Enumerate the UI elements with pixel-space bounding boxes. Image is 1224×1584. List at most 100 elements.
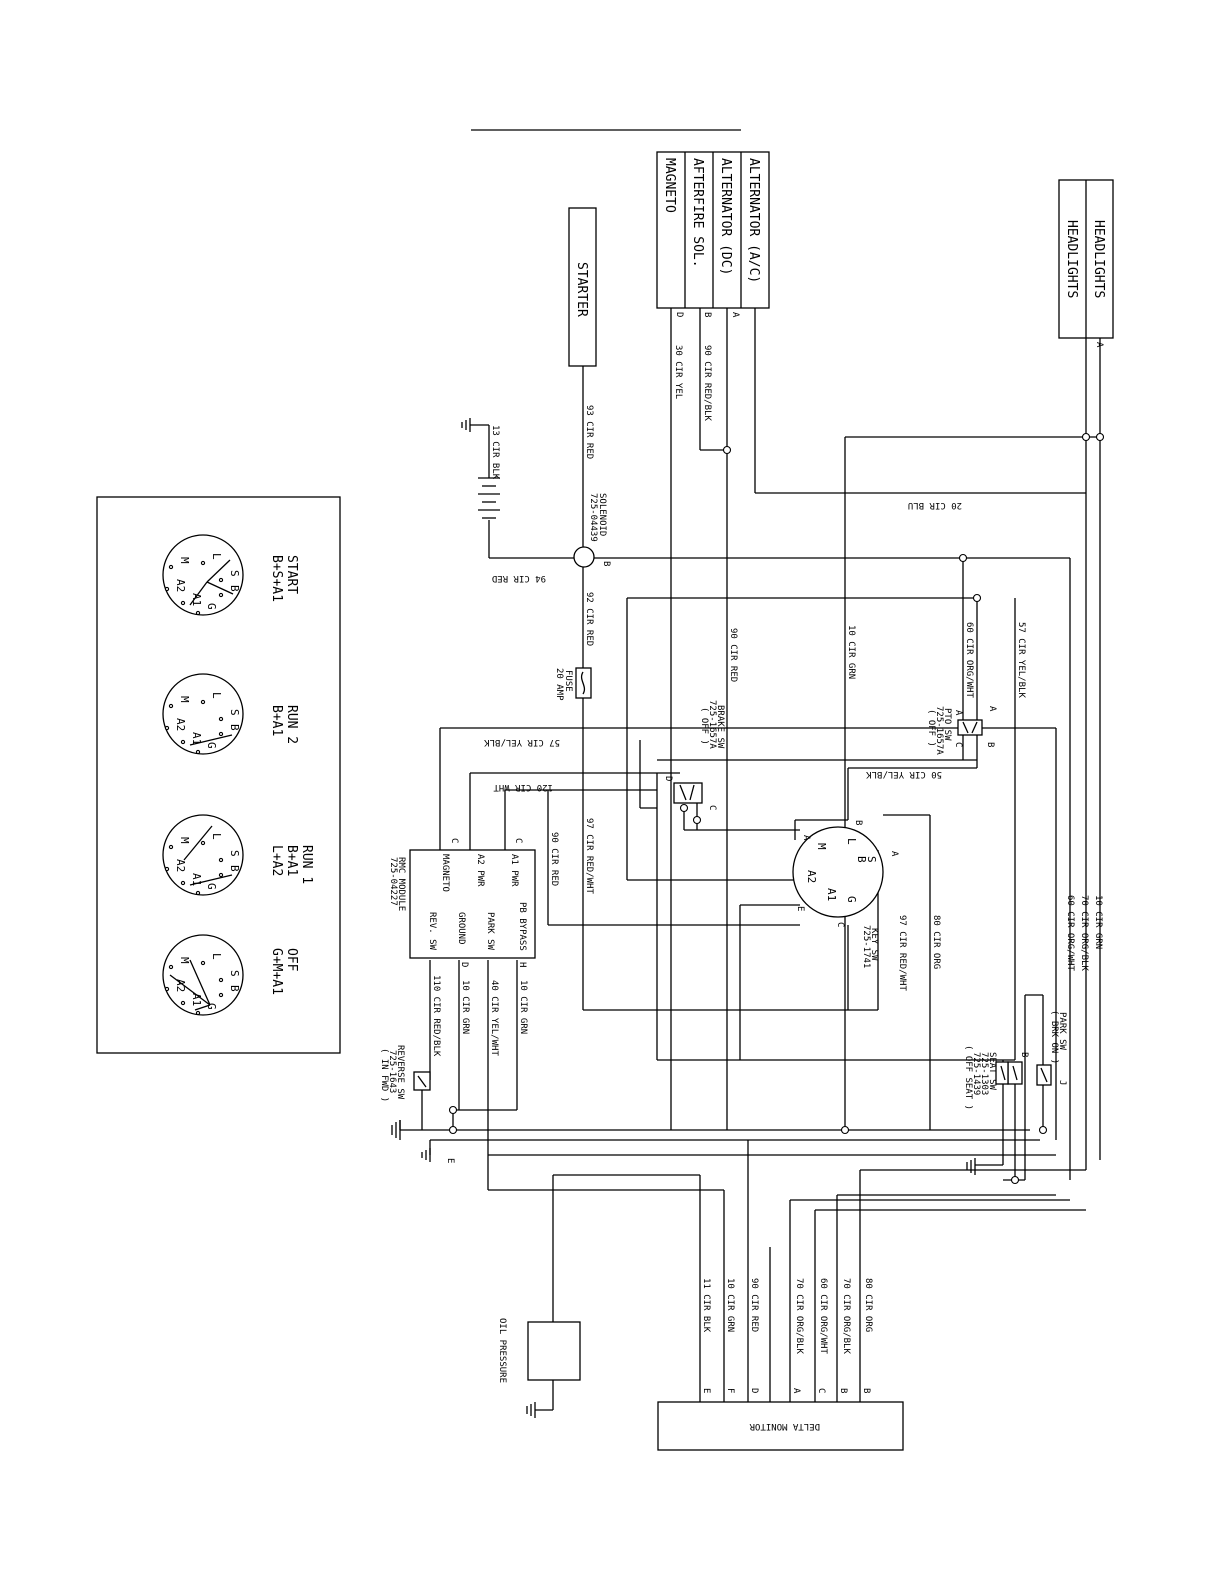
seat-label-1: SEAT SW [987,1052,997,1091]
legend-terminal-dot [195,610,201,616]
legend-terminal-a1-0: A1 [190,593,203,606]
wire-120: 120 CIR WHT [493,782,553,792]
legend-terminal-dot [180,1000,186,1006]
delta-monitor: DELTA MONITOR E F D A C B B [657,1388,904,1451]
wire-94: 94 CIR RED [492,573,546,583]
delta-monitor-label: DELTA MONITOR [749,1421,820,1431]
legend-terminal-dot [218,977,224,983]
starter-box: STARTER [568,207,597,367]
key-letter-g: G [845,896,858,903]
pto-pin-a: A [953,710,963,716]
wire-60-orgwht: 60 CIR ORG/WHT [964,622,974,698]
fuse-label-1: FUSE [563,670,573,692]
park-switch: PARK SW ( BRK ON ) J [1036,1010,1067,1086]
legend-terminal-b-2: B [228,865,241,872]
seat-pin-b: B [1019,1052,1029,1057]
legend-terminal-dot [218,731,224,737]
legend-run1-name: RUN 1 [299,845,314,884]
delta-wire-90: 90 CIR RED [749,1278,759,1332]
ground-icon [526,1402,536,1418]
fuse-icon: FUSE 20 AMP [554,667,592,701]
delta-wire-70b: 70 CIR ORG/BLK [841,1278,851,1354]
delta-wire-60: 60 CIR ORG/WHT [818,1278,828,1354]
legend-terminal-b-1: B [228,724,241,731]
rmc-park: PARK SW [485,912,495,951]
legend-terminal-g-1: G [205,742,218,749]
rmc-a2: A2 PWR [475,854,485,887]
legend-terminal-dot [180,600,186,606]
key-letter-b: B [855,856,868,863]
conn-pin-d: D [674,312,684,317]
delta-pin-b2: B [861,1388,871,1393]
rmc-rev: REV. SW [427,912,437,951]
reverse-label-3: ( IN FWD ) [379,1048,389,1102]
delta-pin-f: F [725,1388,735,1393]
wires [399,308,1101,1411]
wire-50: 50 CIR YEL/BLK [866,769,942,779]
legend-terminal-b-3: B [228,985,241,992]
fuse-label-2: 20 AMP [554,668,564,701]
delta-wire-80: 80 CIR ORG [863,1278,873,1332]
legend-off-name: OFF [284,948,299,972]
wire-40: 40 CIR YEL/WHT [489,980,499,1056]
engine-connector-box: ALTERNATOR (A/C) ALTERNATOR (DC) AFTERFI… [656,151,770,318]
solenoid-label-2: 725-04439 [588,493,598,542]
wire-57-left: 57 CIR YEL/BLK [484,737,560,747]
legend-off-combo: G+M+A1 [269,948,284,995]
key-pin-a-right: A [889,851,899,857]
legend-terminal-dot [168,964,174,970]
legend-terminal-m-1: M [178,696,191,703]
delta-wire-11: 11 CIR BLK [701,1278,711,1333]
legend-terminal-dot [218,857,224,863]
wire-10-rmc-d: 10 CIR GRN [460,980,470,1034]
legend-terminal-dot [168,564,174,570]
ground-icon [391,1120,401,1140]
ground-pin-e: E [445,1158,455,1163]
legend-terminal-l-3: L [210,953,223,960]
delta-pin-b1: B [838,1388,848,1393]
conn-pin-b: B [702,312,712,317]
ground-icon [421,1148,431,1162]
legend-terminal-s-1: S [228,709,241,716]
seat-label-2: 725-1303 [979,1052,989,1095]
wire-80-org: 80 CIR ORG [931,915,941,969]
oil-pressure-sensor: OIL PRESSURE [497,1318,581,1383]
brake-switch: BRAKE SW 725-1657A ( OFF ) D C [663,700,725,810]
delta-wire-10: 10 CIR GRN [725,1278,735,1332]
legend-terminal-dot [164,866,170,872]
key-letter-l: L [845,838,858,845]
legend-terminal-dot [164,986,170,992]
headlights-pin: A [1094,342,1104,348]
wire-70-far: 70 CIR ORG/BLK [1079,895,1089,971]
legend-terminal-a2-3: A2 [174,979,187,992]
legend-terminal-dot [200,960,206,966]
pto-label-1: PTO SW [942,708,952,741]
afterfire-label: AFTERFIRE SOL. [690,158,705,268]
legend-terminal-m-2: M [178,837,191,844]
wire-30: 30 CIR YEL [673,345,683,399]
legend-terminal-a1-1: A1 [190,732,203,745]
legend-run2-name: RUN 2 [284,705,299,744]
starter-label: STARTER [574,262,589,317]
rmc-a1: A1 PWR [509,854,519,887]
pto-pin-a-top: A [987,706,997,712]
legend-terminal-b-0: B [228,585,241,592]
seat-label-4: ( OFF SEAT ) [963,1045,973,1110]
battery-icon [478,477,500,519]
rmc-pin-c-right: C [513,838,523,843]
key-switch: L S B G A1 A2 M KEY SW 725-1741 A B C E … [792,820,899,968]
wire-90-left: 90 CIR RED [549,832,559,886]
legend-run2-combo: B+A1 [269,705,284,736]
wire-90-top: 90 CIR RED/BLK [702,345,712,421]
wire-97-right: 97 CIR RED/WHT [897,915,907,991]
rmc-ground: GROUND [456,912,466,945]
legend-terminal-dot [218,577,224,583]
legend-terminal-s-2: S [228,850,241,857]
legend-terminal-dot [218,716,224,722]
brake-label-3: ( OFF ) [699,707,709,745]
legend-terminal-a2-2: A2 [174,859,187,872]
wire-10-mid: 10 CIR GRN [846,625,856,679]
headlights-label-2: HEADLIGHTS [1064,220,1079,298]
brake-label-1: BRAKE SW [715,705,725,749]
